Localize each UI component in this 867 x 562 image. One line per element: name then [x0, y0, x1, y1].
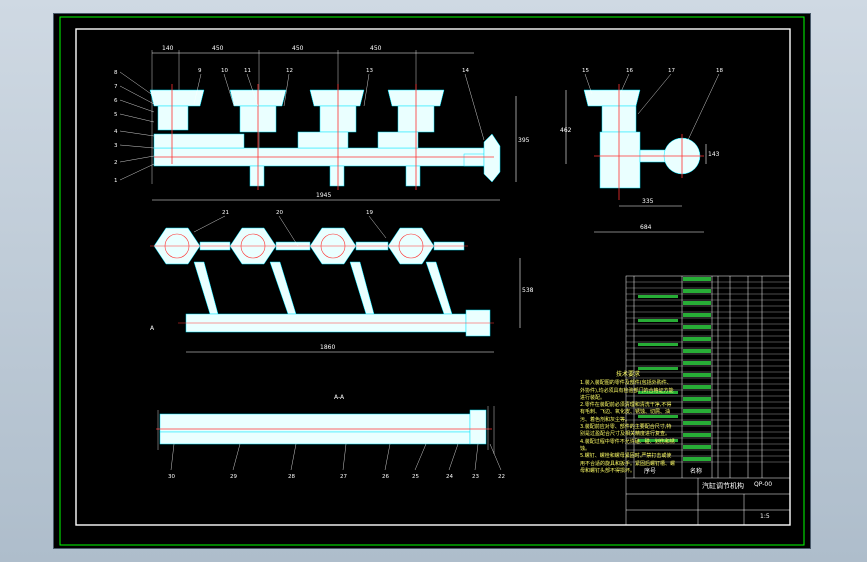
dim-395: 395	[518, 137, 530, 144]
balloon-12: 12	[286, 68, 293, 74]
dim-1860: 1860	[320, 344, 335, 351]
dim-684: 684	[640, 224, 652, 231]
dim-450-c: 450	[370, 45, 382, 52]
note-3: 3.装配前应对零、部件的主要配合尺寸,特别是过盈配合尺寸及相关精度进行复查。	[580, 424, 672, 438]
balloon-4: 4	[114, 129, 118, 135]
balloon-11: 11	[244, 68, 251, 74]
balloon-2: 2	[114, 160, 118, 166]
balloon-8: 8	[114, 70, 118, 76]
front-view: 140 450 450 450	[114, 45, 530, 201]
balloon-23: 23	[472, 474, 479, 480]
balloon-30: 30	[168, 474, 175, 480]
drawing-viewport[interactable]: 140 450 450 450	[54, 14, 810, 548]
balloon-19: 19	[366, 210, 373, 216]
dim-462: 462	[560, 127, 572, 134]
balloon-10: 10	[221, 68, 228, 74]
balloon-27: 27	[340, 474, 347, 480]
balloon-14: 14	[462, 68, 469, 74]
drawing-canvas: 140 450 450 450	[59, 16, 805, 546]
note-5: 5.螺钉、螺栓和螺母紧固时,严禁打击或使用不合适的旋具和扳手。紧固后螺钉槽、螺母…	[580, 453, 676, 474]
dim-450-a: 450	[212, 45, 224, 52]
balloon-24: 24	[446, 474, 453, 480]
balloon-6: 6	[114, 98, 118, 104]
notes-title: 技术要求	[615, 371, 640, 378]
balloon-22: 22	[498, 474, 505, 480]
dim-140: 140	[162, 45, 174, 52]
balloon-17: 17	[668, 68, 675, 74]
balloon-29: 29	[230, 474, 237, 480]
note-2: 2.零件在装配前必须清理和清洗干净,不得有毛刺、飞边、氧化皮、锈蚀、切屑、油污、…	[580, 402, 672, 423]
view-marker-a: A	[150, 325, 155, 332]
parts-col-no: 序号	[644, 468, 657, 475]
note-1: 1.装入装配图的零件及部件(包括外购件、外协件),均必须具有检验部门的合格证方能…	[580, 380, 674, 401]
dim-538: 538	[522, 287, 534, 294]
balloon-3: 3	[114, 143, 118, 149]
drawing-number: QP-00	[754, 481, 773, 488]
balloon-25: 25	[412, 474, 419, 480]
balloon-7: 7	[114, 84, 118, 90]
parts-list-fill	[638, 277, 711, 461]
technical-requirements: 技术要求 1.装入装配图的零件及部件(包括外购件、外协件),均必须具有检验部门的…	[580, 371, 676, 475]
parts-col-name: 名称	[690, 468, 703, 475]
title-block	[625, 275, 791, 526]
balloon-21: 21	[222, 210, 229, 216]
drawing-scale: 1:5	[760, 513, 770, 520]
note-4: 4.装配过程中零件不允许磕、碰、划伤和锈蚀。	[580, 438, 675, 452]
parts-list-rows	[626, 281, 790, 463]
balloon-9: 9	[198, 68, 202, 74]
balloon-16: 16	[626, 68, 633, 74]
dim-335: 335	[642, 198, 654, 205]
balloon-15: 15	[582, 68, 589, 74]
balloon-28: 28	[288, 474, 295, 480]
drawing-name: 汽缸调节机构	[702, 482, 744, 490]
balloon-1: 1	[114, 178, 118, 184]
balloon-26: 26	[382, 474, 389, 480]
plan-view: 1860 538 A 21 20 19	[150, 210, 534, 353]
balloon-20: 20	[276, 210, 283, 216]
section-view: A-A 30 29 28 27 26 2	[156, 394, 505, 480]
dim-143: 143	[708, 151, 720, 158]
balloon-5: 5	[114, 112, 118, 118]
section-title: A-A	[334, 394, 345, 401]
side-view: 462 143 335 684 15 16 17 18	[560, 68, 723, 233]
sheet-outer-border	[59, 16, 805, 546]
dim-450-b: 450	[292, 45, 304, 52]
balloon-18: 18	[716, 68, 723, 74]
dim-1945: 1945	[316, 192, 331, 199]
balloon-13: 13	[366, 68, 373, 74]
